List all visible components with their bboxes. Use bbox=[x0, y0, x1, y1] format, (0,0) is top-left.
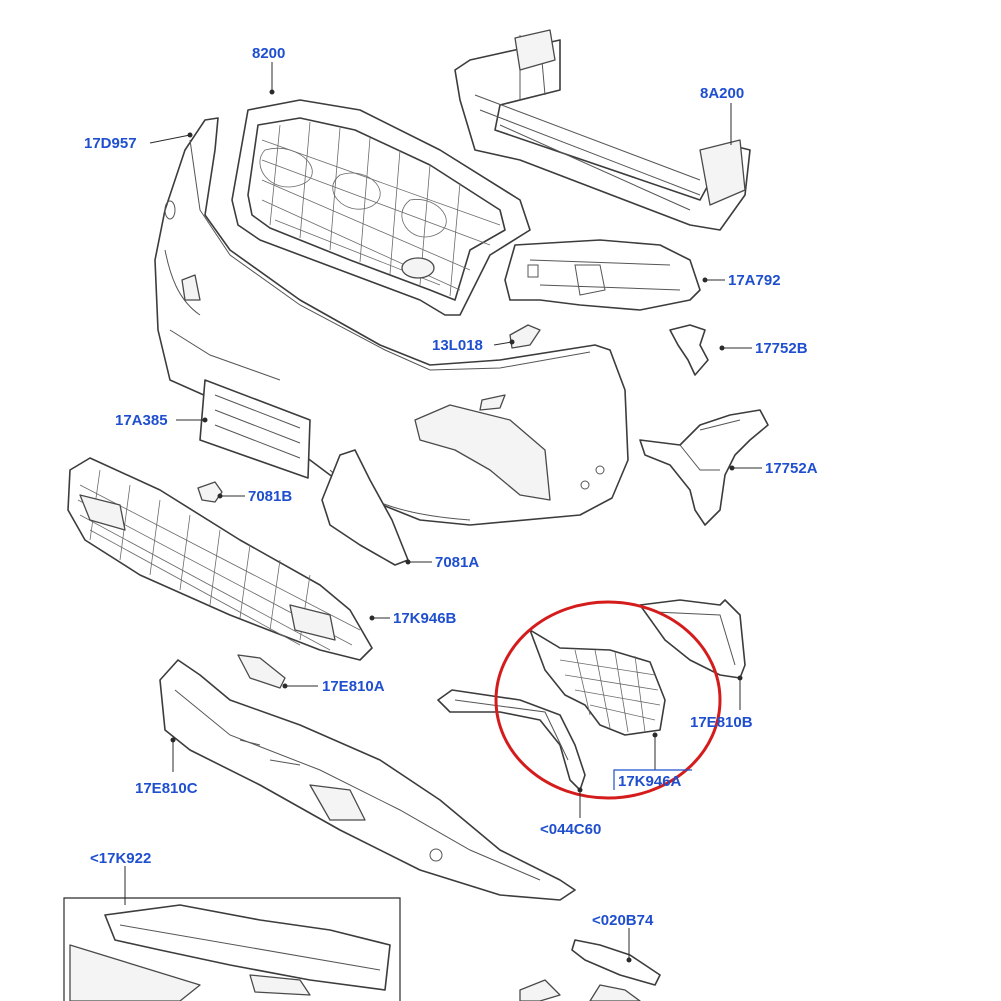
label-17752B: 17752B bbox=[755, 340, 808, 357]
fog-lamp-surround-7081A-part bbox=[321, 449, 409, 566]
label-7081B: 7081B bbox=[248, 488, 292, 505]
label-17A792: 17A792 bbox=[728, 272, 781, 289]
part-labels: 8200 8A200 17D957 17A792 13L018 17752B 1… bbox=[84, 45, 818, 929]
leader-lines bbox=[124, 62, 762, 963]
label-020B74: <020B74 bbox=[592, 912, 654, 929]
trim-strip-044C60-part bbox=[437, 689, 586, 791]
label-17A385: 17A385 bbox=[115, 412, 168, 429]
tow-eye-cover-part bbox=[509, 324, 541, 349]
bracket-17752A-part bbox=[639, 409, 769, 526]
label-17D957: 17D957 bbox=[84, 135, 137, 152]
cover-17E810B-part bbox=[639, 599, 746, 679]
label-044C60: <044C60 bbox=[540, 821, 601, 838]
bracket-17A792-part bbox=[504, 239, 701, 311]
label-17E810A: 17E810A bbox=[322, 678, 385, 695]
lower-grille-part bbox=[67, 457, 373, 661]
bracket-020B74-part bbox=[571, 939, 661, 986]
cover-17E810A-part bbox=[237, 654, 286, 689]
label-17752A: 17752A bbox=[765, 460, 818, 477]
label-17E810B: 17E810B bbox=[690, 714, 753, 731]
label-7081A: 7081A bbox=[435, 554, 479, 571]
bracket-020B74-secondary-part bbox=[519, 979, 561, 1001]
label-17K946B: 17K946B bbox=[393, 610, 457, 627]
highlight-circle bbox=[494, 600, 722, 800]
label-8200: 8200 bbox=[252, 45, 285, 62]
undertray-part bbox=[159, 659, 576, 901]
label-17E810C: 17E810C bbox=[135, 780, 198, 797]
label-17K922: <17K922 bbox=[90, 850, 151, 867]
lower-stub-part bbox=[589, 984, 641, 1001]
bracket-17752B-part bbox=[669, 324, 709, 376]
clip-7081B-part bbox=[197, 481, 223, 503]
crash-beam-part bbox=[454, 29, 751, 231]
label-8A200: 8A200 bbox=[700, 85, 744, 102]
inset-box bbox=[63, 897, 401, 1001]
label-13L018: 13L018 bbox=[432, 337, 483, 354]
label-17K946A: 17K946A bbox=[618, 773, 682, 790]
grille-part bbox=[231, 89, 531, 316]
label-17K946A-frame bbox=[613, 769, 692, 790]
grille-17K946A-part bbox=[529, 629, 666, 736]
